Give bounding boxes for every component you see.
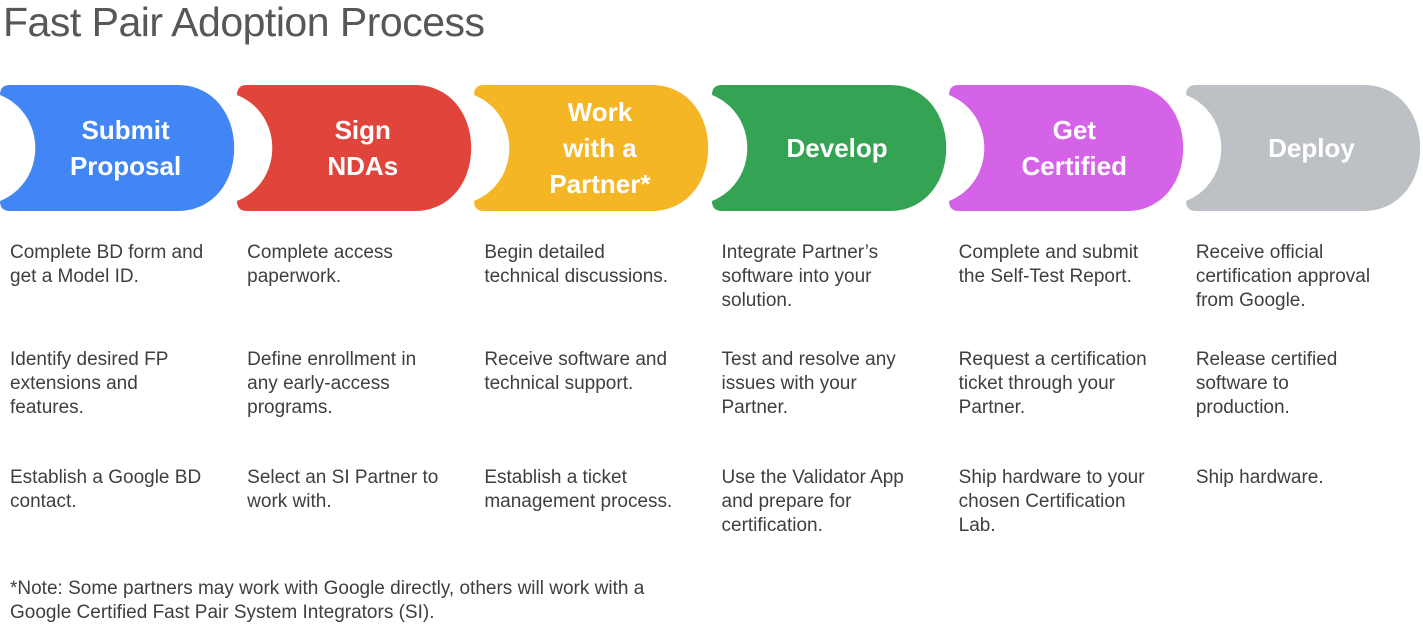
- step-detail-item: Receive official certification approval …: [1195, 242, 1371, 311]
- step-detail-item: Request a certification ticket through y…: [958, 349, 1147, 418]
- step-arrow-shape: [0, 85, 235, 211]
- step-arrow-path: [948, 85, 1183, 211]
- step-detail-item: Ship hardware.: [1195, 467, 1324, 488]
- step-arrow-path: [1185, 85, 1421, 211]
- step-detail-item: Complete and submit the Self-Test Report…: [958, 242, 1139, 287]
- step-detail-item: Complete access paperwork.: [247, 242, 393, 287]
- step-detail-item: Receive software and technical support.: [484, 349, 668, 394]
- step-banner-work-with-partner: Work with a Partner*: [474, 85, 711, 211]
- step-label-develop: Develop: [786, 133, 888, 163]
- step-label-get-certified: Get Certified: [1021, 115, 1127, 181]
- step-detail-item: Identify desired FP extensions and featu…: [10, 349, 169, 418]
- step-arrow-shape: [711, 85, 946, 211]
- step-detail-item: Begin detailed technical discussions.: [484, 242, 669, 287]
- step-banner-deploy: Deploy: [1185, 85, 1423, 211]
- step-detail-item: Integrate Partner’s software into your s…: [721, 242, 879, 311]
- step-arrow-shape: [948, 85, 1183, 211]
- step-label-deploy: Deploy: [1268, 133, 1355, 163]
- step-banner-develop: Develop: [711, 85, 949, 211]
- step-arrow-path: [474, 85, 709, 211]
- step-banner-submit-proposal: Submit Proposal: [0, 85, 237, 211]
- step-detail-item: Establish a ticket management process.: [484, 467, 673, 512]
- step-label-submit-proposal: Submit Proposal: [69, 115, 182, 181]
- step-arrow-path: [0, 85, 235, 211]
- step-arrow-shape: [474, 85, 709, 211]
- step-arrow-path: [237, 85, 472, 211]
- step-detail-item: Define enrollment in any early-access pr…: [247, 349, 417, 418]
- step-arrow-shape: [1185, 85, 1421, 211]
- step-detail-item: Complete BD form and get a Model ID.: [10, 242, 204, 287]
- step-details-grid: Complete BD form and get a Model ID. Com…: [0, 241, 1423, 538]
- step-banner-sign-ndas: Sign NDAs: [237, 85, 474, 211]
- step-arrow-path: [711, 85, 946, 211]
- step-label-work-with-partner: Work with a Partner*: [549, 97, 651, 199]
- step-detail-item: Establish a Google BD contact.: [10, 467, 202, 512]
- step-arrow-shape: [237, 85, 472, 211]
- step-detail-item: Release certified software to production…: [1195, 349, 1338, 418]
- footnote: *Note: Some partners may work with Googl…: [10, 578, 645, 623]
- step-label-sign-ndas: Sign NDAs: [327, 115, 399, 181]
- process-step-band: Submit Proposal Sign NDAs Work with a Pa…: [0, 85, 1423, 211]
- step-detail-item: Select an SI Partner to work with.: [247, 467, 439, 512]
- step-detail-item: Ship hardware to your chosen Certificati…: [958, 467, 1145, 536]
- step-detail-item: Use the Validator App and prepare for ce…: [721, 467, 904, 536]
- step-banner-get-certified: Get Certified: [948, 85, 1186, 211]
- page-title: Fast Pair Adoption Process: [3, 0, 485, 45]
- step-detail-item: Test and resolve any issues with your Pa…: [721, 349, 896, 418]
